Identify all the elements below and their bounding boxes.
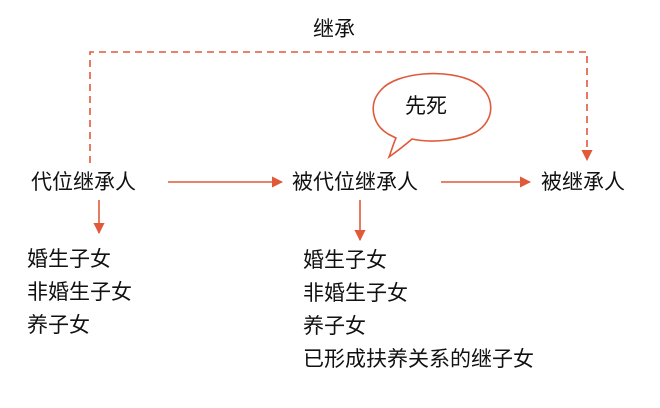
decedent-node: 被继承人 (541, 170, 625, 194)
speech-bubble (372, 72, 492, 160)
list-item: 非婚生子女 (303, 281, 408, 305)
representative-heir-node: 代位继承人 (31, 170, 136, 194)
list-item: 养子女 (27, 313, 90, 337)
list-item: 非婚生子女 (27, 280, 132, 304)
inheritance-label: 继承 (313, 17, 355, 41)
represented-heir-list: 婚生子女 非婚生子女 养子女 已形成扶养关系的继子女 (303, 244, 534, 376)
list-item: 养子女 (303, 314, 366, 338)
predeceased-label: 先死 (405, 94, 447, 118)
inheritance-dashed-arrow (89, 51, 593, 163)
list-item: 婚生子女 (27, 247, 111, 271)
list-item: 已形成扶养关系的继子女 (303, 347, 534, 371)
representative-heir-list: 婚生子女 非婚生子女 养子女 (27, 243, 132, 342)
represented-heir-node: 被代位继承人 (292, 170, 418, 194)
list-item: 婚生子女 (303, 248, 387, 272)
